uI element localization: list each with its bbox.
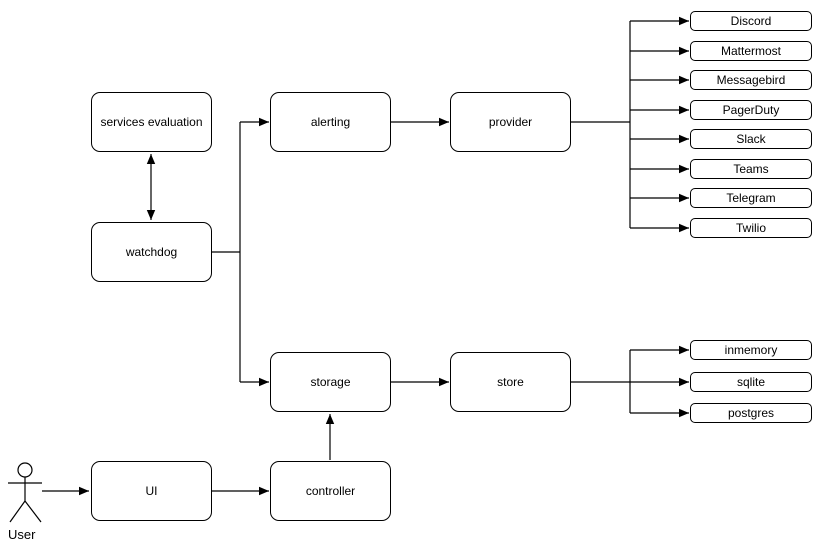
user-actor-label: User — [8, 527, 36, 542]
node-store: store — [450, 352, 571, 412]
node-services-evaluation: services evaluation — [91, 92, 212, 152]
edge-store-trunk — [571, 350, 631, 413]
edge-provider-trunk — [571, 21, 631, 228]
node-storage: storage — [270, 352, 391, 412]
node-provider: provider — [450, 92, 571, 152]
node-ui: UI — [91, 461, 212, 521]
node-watchdog: watchdog — [91, 222, 212, 282]
provider-option-teams: Teams — [690, 159, 812, 179]
provider-option-mattermost: Mattermost — [690, 41, 812, 61]
provider-option-twilio: Twilio — [690, 218, 812, 238]
provider-option-slack: Slack — [690, 129, 812, 149]
node-controller: controller — [270, 461, 391, 521]
store-option-postgres: postgres — [690, 403, 812, 423]
store-option-inmemory: inmemory — [690, 340, 812, 360]
user-actor-icon — [8, 462, 42, 523]
provider-option-telegram: Telegram — [690, 188, 812, 208]
provider-option-pagerduty: PagerDuty — [690, 100, 812, 120]
node-alerting: alerting — [270, 92, 391, 152]
provider-option-discord: Discord — [690, 11, 812, 31]
edge-watchdog-trunk — [211, 122, 241, 382]
store-option-sqlite: sqlite — [690, 372, 812, 392]
provider-option-messagebird: Messagebird — [690, 70, 812, 90]
